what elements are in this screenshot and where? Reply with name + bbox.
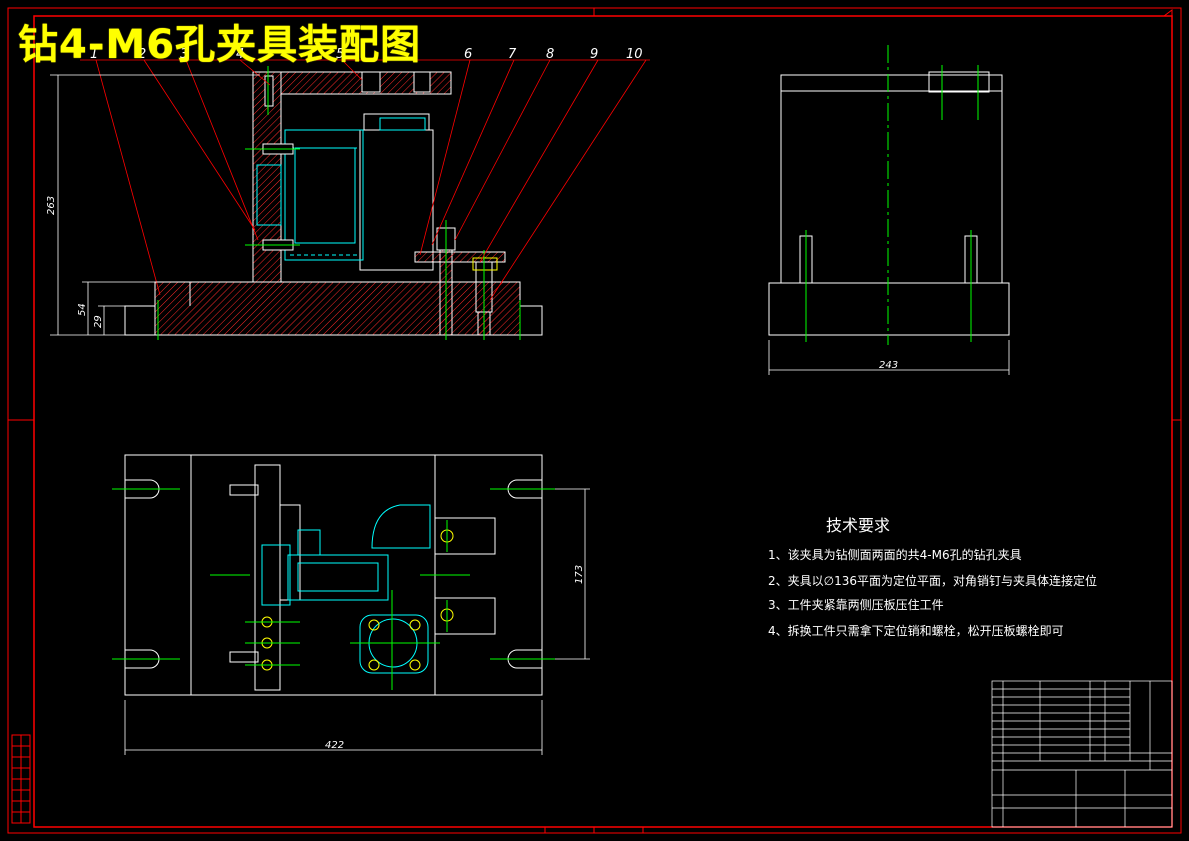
title-block	[991, 680, 1173, 828]
part-label: 4	[236, 47, 244, 62]
tech-item: 3、工件夹紧靠两侧压板压住工件	[768, 598, 944, 612]
part-label: 3	[180, 47, 188, 62]
margin-stamp	[11, 734, 31, 824]
dim-front-base: 54	[77, 303, 88, 316]
drawing-title: 钻4-M6孔夹具装配图	[18, 22, 422, 68]
dim-front-base-small: 29	[93, 315, 104, 328]
dim-side-width: 243	[879, 360, 898, 371]
side-view	[768, 45, 1010, 375]
part-labels: 1 2 3 4 5 6 7 8 9 10	[90, 47, 643, 62]
dim-top-height: 173	[574, 565, 585, 584]
part-label: 1	[90, 47, 98, 62]
part-label: 9	[590, 47, 598, 62]
part-label: 5	[336, 47, 344, 62]
tech-heading: 技术要求	[826, 516, 891, 535]
part-label: 7	[508, 47, 517, 62]
part-label: 6	[464, 47, 472, 62]
top-view	[112, 454, 590, 755]
front-view	[50, 59, 650, 340]
tech-item: 2、夹具以∅136平面为定位平面，对角销钉与夹具体连接定位	[768, 574, 1097, 588]
part-label: 8	[546, 47, 554, 62]
dimension-labels: 263 54 29 243 422 173	[46, 196, 898, 751]
part-label: 2	[138, 47, 146, 62]
dim-front-height: 263	[46, 196, 57, 215]
tech-item: 4、拆换工件只需拿下定位销和螺栓，松开压板螺栓即可	[768, 624, 1064, 638]
dim-top-width: 422	[325, 740, 344, 751]
tech-item: 1、该夹具为钻侧面两面的共4-M6孔的钻孔夹具	[768, 548, 1022, 562]
sheet-border	[7, 7, 1182, 834]
part-label: 10	[626, 47, 643, 62]
